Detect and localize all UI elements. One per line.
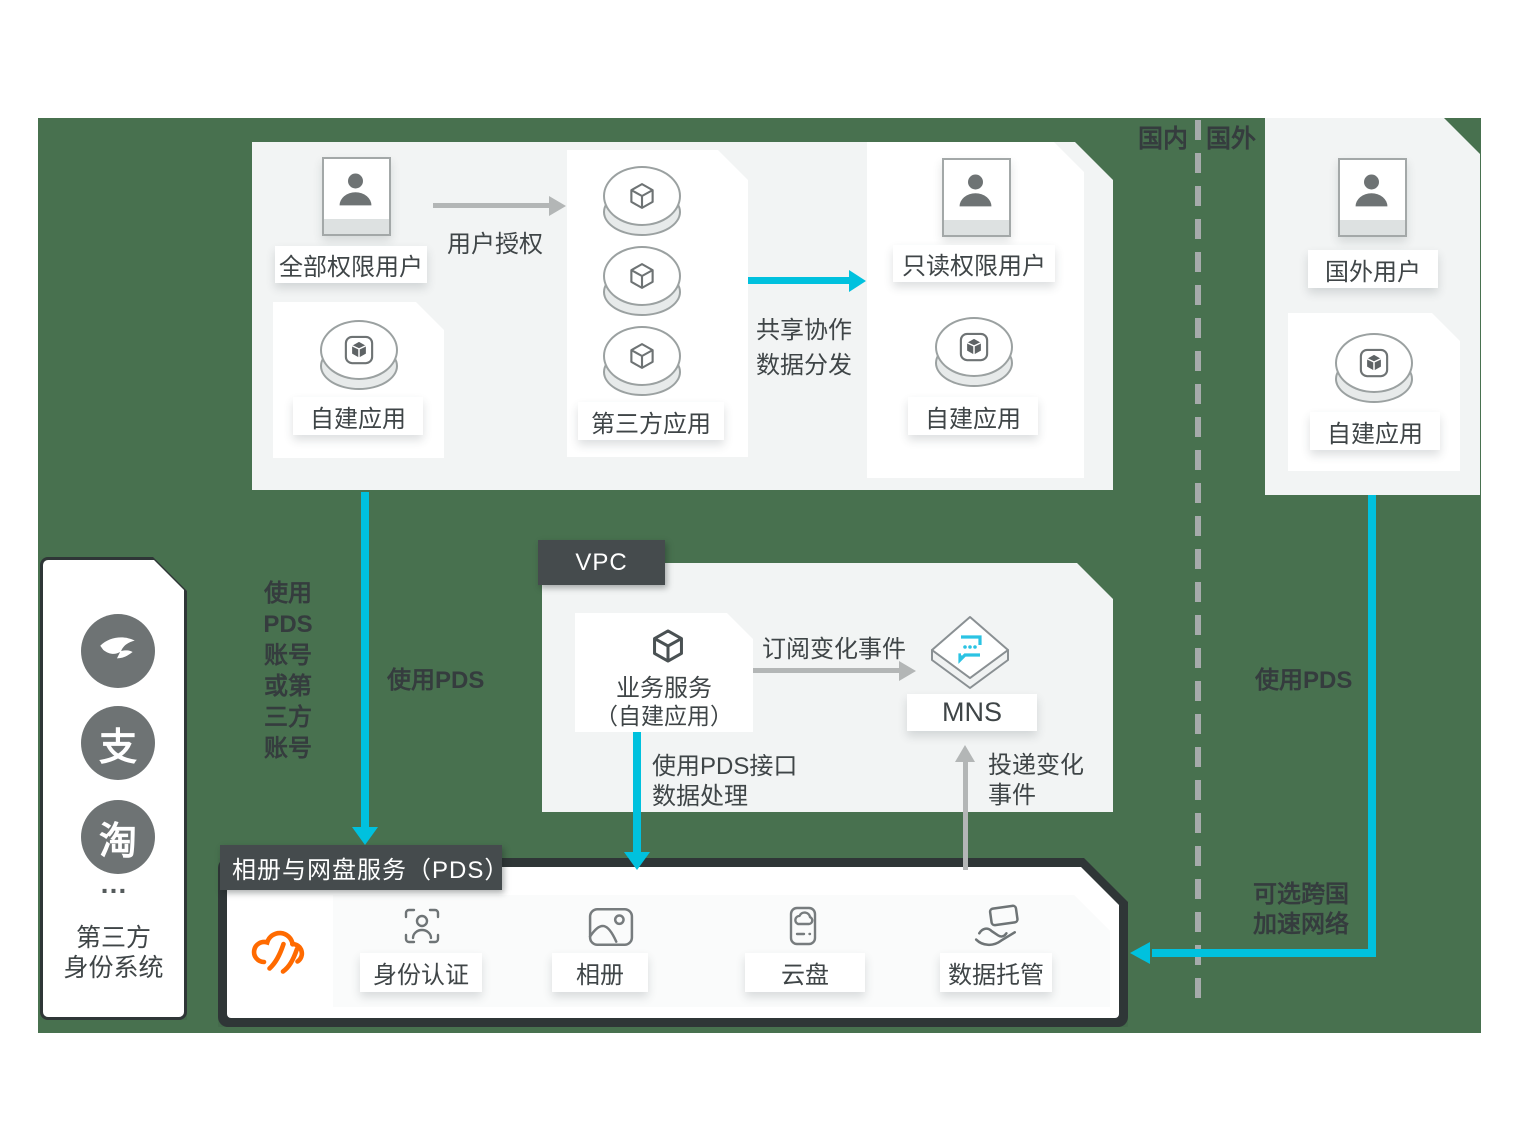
vpc-tab: VPC xyxy=(538,540,665,585)
taobao-glyph: 淘 xyxy=(98,820,137,863)
readonly-user-icon xyxy=(942,158,1011,237)
use-pds-left-arrow-head xyxy=(352,827,378,845)
overseas-flow-arrow-head xyxy=(1130,942,1150,964)
overseas-use-pds-label: 使用PDS xyxy=(1255,667,1353,694)
mns-label: MNS xyxy=(907,694,1037,731)
deliver-label-line2: 事件 xyxy=(988,782,1036,809)
subscribe-arrow-line xyxy=(753,668,900,673)
account-note: 使用 PDS 账号 或第 三方 账号 xyxy=(258,578,318,764)
overseas-user-label: 国外用户 xyxy=(1308,250,1438,288)
cloud-drive-icon xyxy=(789,906,817,946)
third-party-app-label: 第三方应用 xyxy=(578,402,724,440)
pds-logo xyxy=(251,930,305,974)
pds-service-label-drive: 云盘 xyxy=(745,953,865,992)
third-app-cylinder-icon xyxy=(603,166,681,236)
data-hosting-icon xyxy=(974,904,1019,947)
business-service-line2: （自建应用） xyxy=(595,703,733,729)
account-note-line: 或第 xyxy=(264,673,312,700)
country-divider-dashed-line xyxy=(1195,120,1201,1010)
pds-api-arrow-head xyxy=(624,852,650,870)
pds-service-label-album: 相册 xyxy=(552,953,648,992)
use-pds-left-arrow-line xyxy=(361,492,369,828)
identity-label-line1: 第三方 xyxy=(75,924,151,952)
readonly-self-app-label: 自建应用 xyxy=(908,397,1038,435)
share-label-line2: 数据分发 xyxy=(756,352,852,379)
account-note-line: 账号 xyxy=(264,735,312,762)
pds-api-arrow-line xyxy=(633,732,641,853)
pds-service-label-identity: 身份认证 xyxy=(360,953,482,992)
self-app-label: 自建应用 xyxy=(293,397,423,435)
subscribe-arrow-head xyxy=(899,661,916,681)
dingtalk-icon xyxy=(81,614,155,688)
pds-api-label-line1: 使用PDS接口 xyxy=(652,753,798,780)
share-label-line1: 共享协作 xyxy=(756,317,852,344)
business-service-line1: 业务服务 xyxy=(616,675,712,702)
overseas-self-app-cylinder-icon xyxy=(1335,333,1413,403)
self-app-cylinder-icon xyxy=(320,320,398,390)
share-arrow-line xyxy=(748,277,850,284)
pds-service-label-hosting: 数据托管 xyxy=(940,953,1052,992)
third-app-cylinder-icon xyxy=(603,246,681,316)
third-app-cylinder-icon xyxy=(603,326,681,396)
identity-ellipsis: … xyxy=(99,868,128,899)
deliver-arrow-head xyxy=(955,745,975,762)
alipay-icon: 支 xyxy=(81,706,155,780)
business-service-cube-icon xyxy=(653,629,683,663)
subscribe-events-label: 订阅变化事件 xyxy=(762,636,906,663)
user-auth-arrow-line xyxy=(433,203,549,208)
album-icon xyxy=(588,907,634,947)
user-auth-label: 用户授权 xyxy=(447,231,543,258)
taobao-icon: 淘 xyxy=(81,800,155,874)
account-note-line: 使用 xyxy=(264,580,312,607)
overseas-flow-vertical-line xyxy=(1368,495,1376,957)
readonly-self-app-cylinder-icon xyxy=(935,317,1013,387)
share-arrow-head xyxy=(849,270,866,292)
account-note-line: 账号 xyxy=(264,642,312,669)
pds-tab: 相册与网盘服务（PDS） xyxy=(220,845,508,890)
accel-label-line2: 加速网络 xyxy=(1253,911,1349,938)
domestic-region-label: 国内 xyxy=(1137,125,1188,153)
readonly-user-label: 只读权限用户 xyxy=(893,245,1055,282)
deliver-label-line1: 投递变化 xyxy=(988,752,1084,779)
pds-api-label-line2: 数据处理 xyxy=(652,783,748,810)
identity-auth-icon xyxy=(404,908,440,944)
account-note-line: 三方 xyxy=(264,704,312,731)
overseas-user-icon xyxy=(1338,158,1407,237)
identity-label-line2: 身份系统 xyxy=(63,954,164,982)
account-note-line: PDS xyxy=(263,611,313,638)
full-permission-user-icon xyxy=(322,157,391,236)
overseas-flow-horizontal-line xyxy=(1152,949,1376,957)
full-user-label: 全部权限用户 xyxy=(275,246,427,283)
user-auth-arrow-head xyxy=(549,196,566,216)
mns-icon xyxy=(931,616,1009,689)
accel-label-line1: 可选跨国 xyxy=(1253,881,1349,908)
alipay-glyph: 支 xyxy=(98,726,137,769)
use-pds-left-label: 使用PDS xyxy=(387,667,485,694)
overseas-region-label: 国外 xyxy=(1206,125,1257,153)
overseas-self-app-label: 自建应用 xyxy=(1310,412,1440,450)
deliver-arrow-line xyxy=(963,761,968,870)
